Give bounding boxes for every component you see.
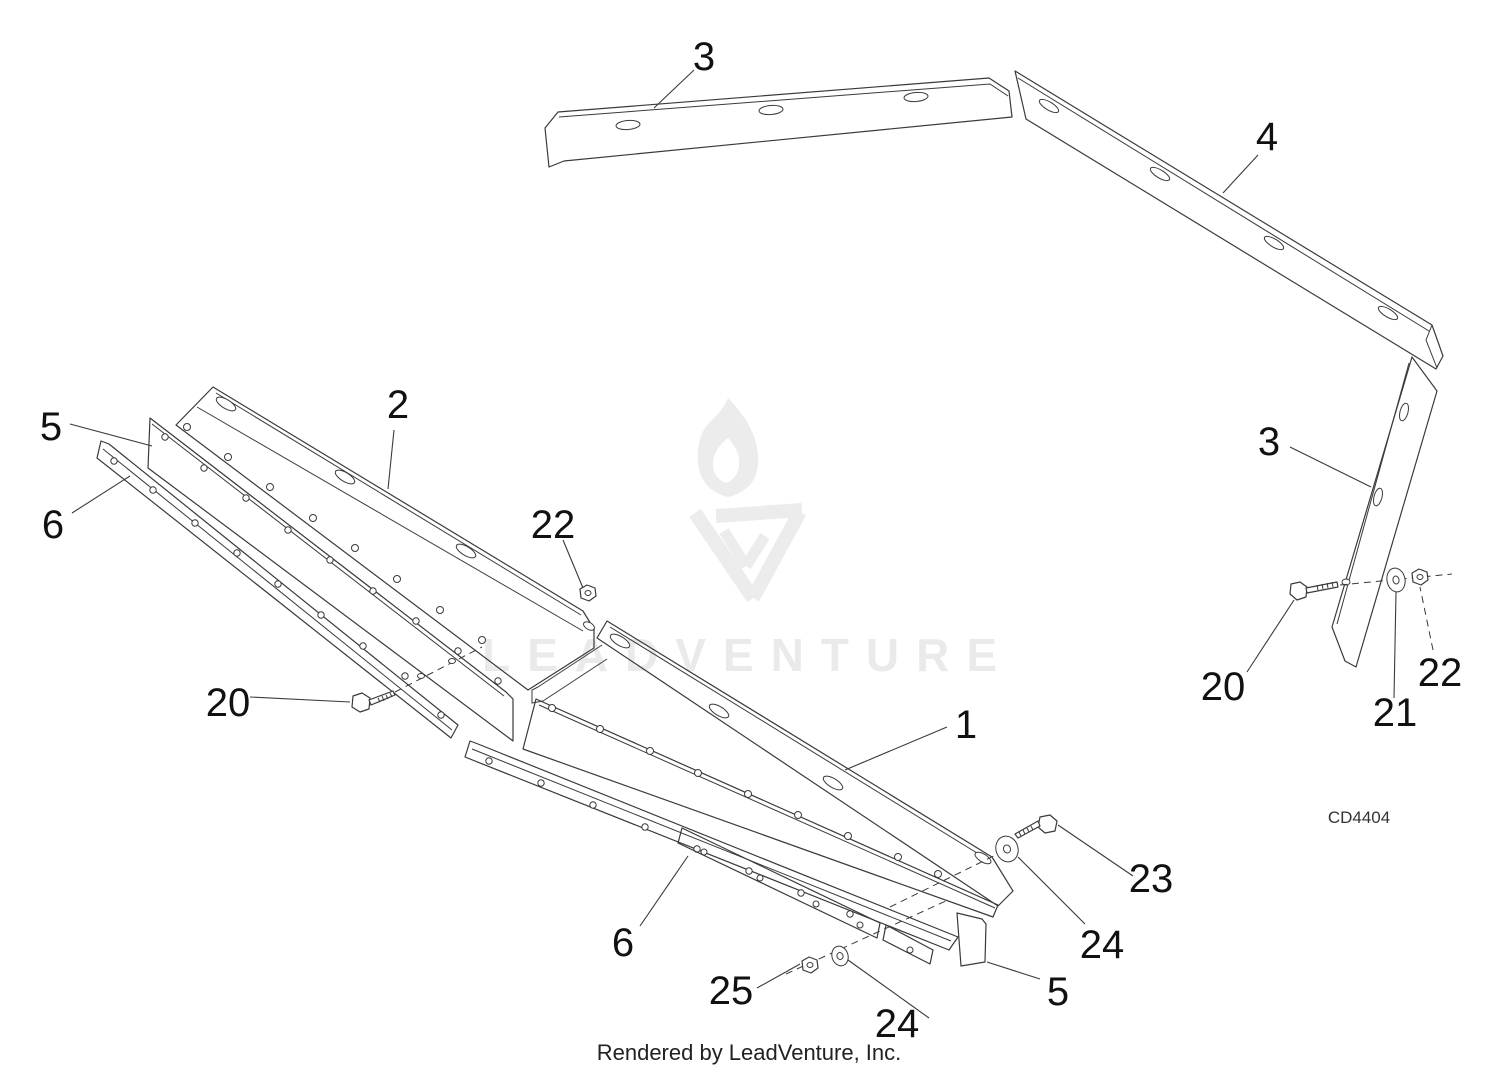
callout-leader-line xyxy=(847,959,930,1019)
callout-label: 2 xyxy=(387,383,409,427)
callout-leaders xyxy=(69,69,1434,1019)
callout-label: 20 xyxy=(1201,665,1246,709)
callout-leader-line xyxy=(1419,586,1434,651)
watermark: LEADVENTURE xyxy=(482,398,1014,681)
callout-label: 21 xyxy=(1373,691,1418,735)
callout-label: 23 xyxy=(1129,857,1174,901)
callout-leader-line xyxy=(1057,824,1134,877)
nut-22-right-icon xyxy=(1411,568,1429,586)
footer-text: Rendered by LeadVenture, Inc. xyxy=(597,1040,902,1065)
bolt-20-right-icon xyxy=(1289,581,1339,601)
callout-leader-line xyxy=(653,69,695,109)
watermark-text: LEADVENTURE xyxy=(482,629,1014,681)
watermark-v-logo xyxy=(689,503,807,602)
callout-label: 24 xyxy=(1080,923,1125,967)
nut-22-mid-icon xyxy=(579,584,597,602)
part-6-left-strip xyxy=(96,440,459,739)
callout-label: 22 xyxy=(1418,651,1463,695)
callout-label: 6 xyxy=(612,921,634,965)
callout-leader-line xyxy=(1289,446,1372,488)
callout-leader-line xyxy=(756,963,801,989)
callout-leader-line xyxy=(69,423,153,447)
part-2-channel xyxy=(175,386,595,691)
callout-label: 24 xyxy=(875,1002,920,1046)
callout-label: 3 xyxy=(1258,420,1280,464)
callout-label: 5 xyxy=(1047,970,1069,1014)
part-1-strip xyxy=(522,620,1014,918)
callout-label: 22 xyxy=(531,503,576,547)
callout-label: 3 xyxy=(693,35,715,79)
hardware xyxy=(351,567,1453,975)
washer-24-bottom-icon xyxy=(831,945,849,967)
callout-leader-line xyxy=(986,961,1041,980)
part-3-top-strip xyxy=(544,77,1013,168)
bolt-20-left-icon xyxy=(351,690,396,713)
nut-25-icon xyxy=(801,956,819,974)
callout-leader-line xyxy=(1246,599,1295,673)
callout-label: 5 xyxy=(40,405,62,449)
callout-leader-line xyxy=(639,855,689,927)
washer-21-icon xyxy=(1386,567,1406,593)
washer-24-right-icon xyxy=(995,835,1019,863)
callout-label: 6 xyxy=(42,503,64,547)
callout-leader-line xyxy=(387,429,395,490)
part-5-bottom-strip xyxy=(677,827,987,967)
callout-leader-line xyxy=(1393,591,1397,699)
callout-label: 20 xyxy=(206,681,251,725)
callout-leader-line xyxy=(844,726,948,771)
part-3-right-strip xyxy=(1331,356,1438,668)
bolt-23-icon xyxy=(1014,814,1058,839)
callout-leader-line xyxy=(71,475,131,514)
diagram-code: CD4404 xyxy=(1328,808,1390,827)
callout-label: 25 xyxy=(709,969,754,1013)
callout-leader-line xyxy=(249,696,351,703)
callout-leader-line xyxy=(1017,856,1086,925)
callout-label: 1 xyxy=(955,703,977,747)
callout-leader-line xyxy=(1222,154,1259,194)
part-6-bottom-strip xyxy=(464,740,959,951)
callout-label: 4 xyxy=(1256,115,1278,159)
part-4-strip xyxy=(1014,70,1444,370)
callout-leader-line xyxy=(562,539,584,589)
part-5-left-strip xyxy=(147,417,514,742)
